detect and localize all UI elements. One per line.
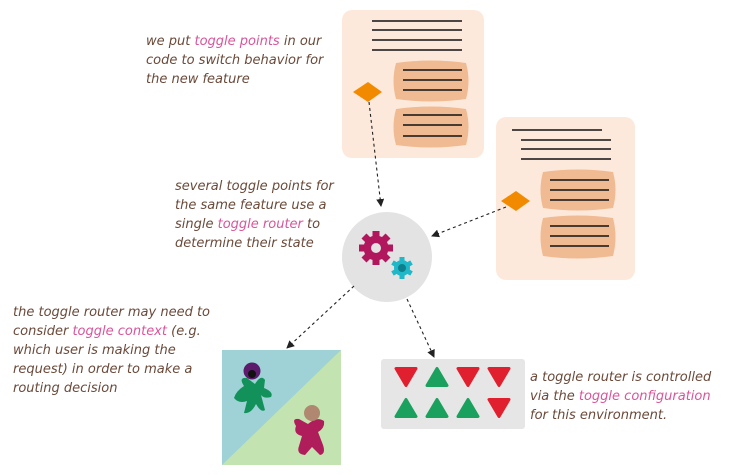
doc-1-code-block-1 xyxy=(393,60,469,102)
doc-2-code-block-1 xyxy=(540,169,616,211)
toggle-context-panel xyxy=(222,350,341,465)
config-toggles xyxy=(394,367,511,418)
gear-icon-small xyxy=(391,257,413,279)
note-toggle-points: we put toggle points in our code to swit… xyxy=(146,34,324,87)
toggle-config-panel xyxy=(381,359,525,429)
note-toggle-router: several toggle points for the same featu… xyxy=(175,179,334,251)
note-toggle-context: the toggle router may need to consider t… xyxy=(13,305,210,396)
toggle-point-1 xyxy=(353,82,382,102)
toggle-on-icon-bottom-2 xyxy=(425,398,449,418)
code-document-2 xyxy=(496,117,635,280)
doc-2-code-block-2 xyxy=(540,215,616,259)
arrows xyxy=(286,101,507,358)
toggle-on-icon-top-2 xyxy=(425,367,449,387)
term-toggle-points: toggle points xyxy=(194,34,280,49)
toggle-router xyxy=(342,212,432,302)
arrow-point2-to-router xyxy=(431,206,507,238)
toggle-off-icon-bottom-4 xyxy=(487,398,511,418)
doc-2-text-lines xyxy=(512,129,611,160)
term-toggle-context: toggle context xyxy=(72,324,167,339)
arrow-router-to-context xyxy=(286,285,355,349)
term-toggle-configuration: toggle configuration xyxy=(578,389,711,404)
doc-1-code-block-2 xyxy=(393,106,469,148)
arrow-router-to-config xyxy=(406,298,435,358)
note-toggle-configuration: a toggle router is controlled via the to… xyxy=(530,370,712,423)
term-toggle-router: toggle router xyxy=(217,217,303,232)
toggle-off-icon-top-3 xyxy=(456,367,480,387)
user-icon-green xyxy=(234,362,272,414)
gear-icon-large xyxy=(359,231,393,265)
toggle-on-icon-bottom-1 xyxy=(394,398,418,418)
toggle-off-icon-top-4 xyxy=(487,367,511,387)
toggle-off-icon-top-1 xyxy=(394,367,418,387)
toggle-on-icon-bottom-3 xyxy=(456,398,480,418)
doc-1-text-lines xyxy=(372,20,462,51)
code-document-1 xyxy=(342,10,484,158)
toggle-point-2 xyxy=(501,191,530,211)
user-icon-red xyxy=(294,405,325,455)
